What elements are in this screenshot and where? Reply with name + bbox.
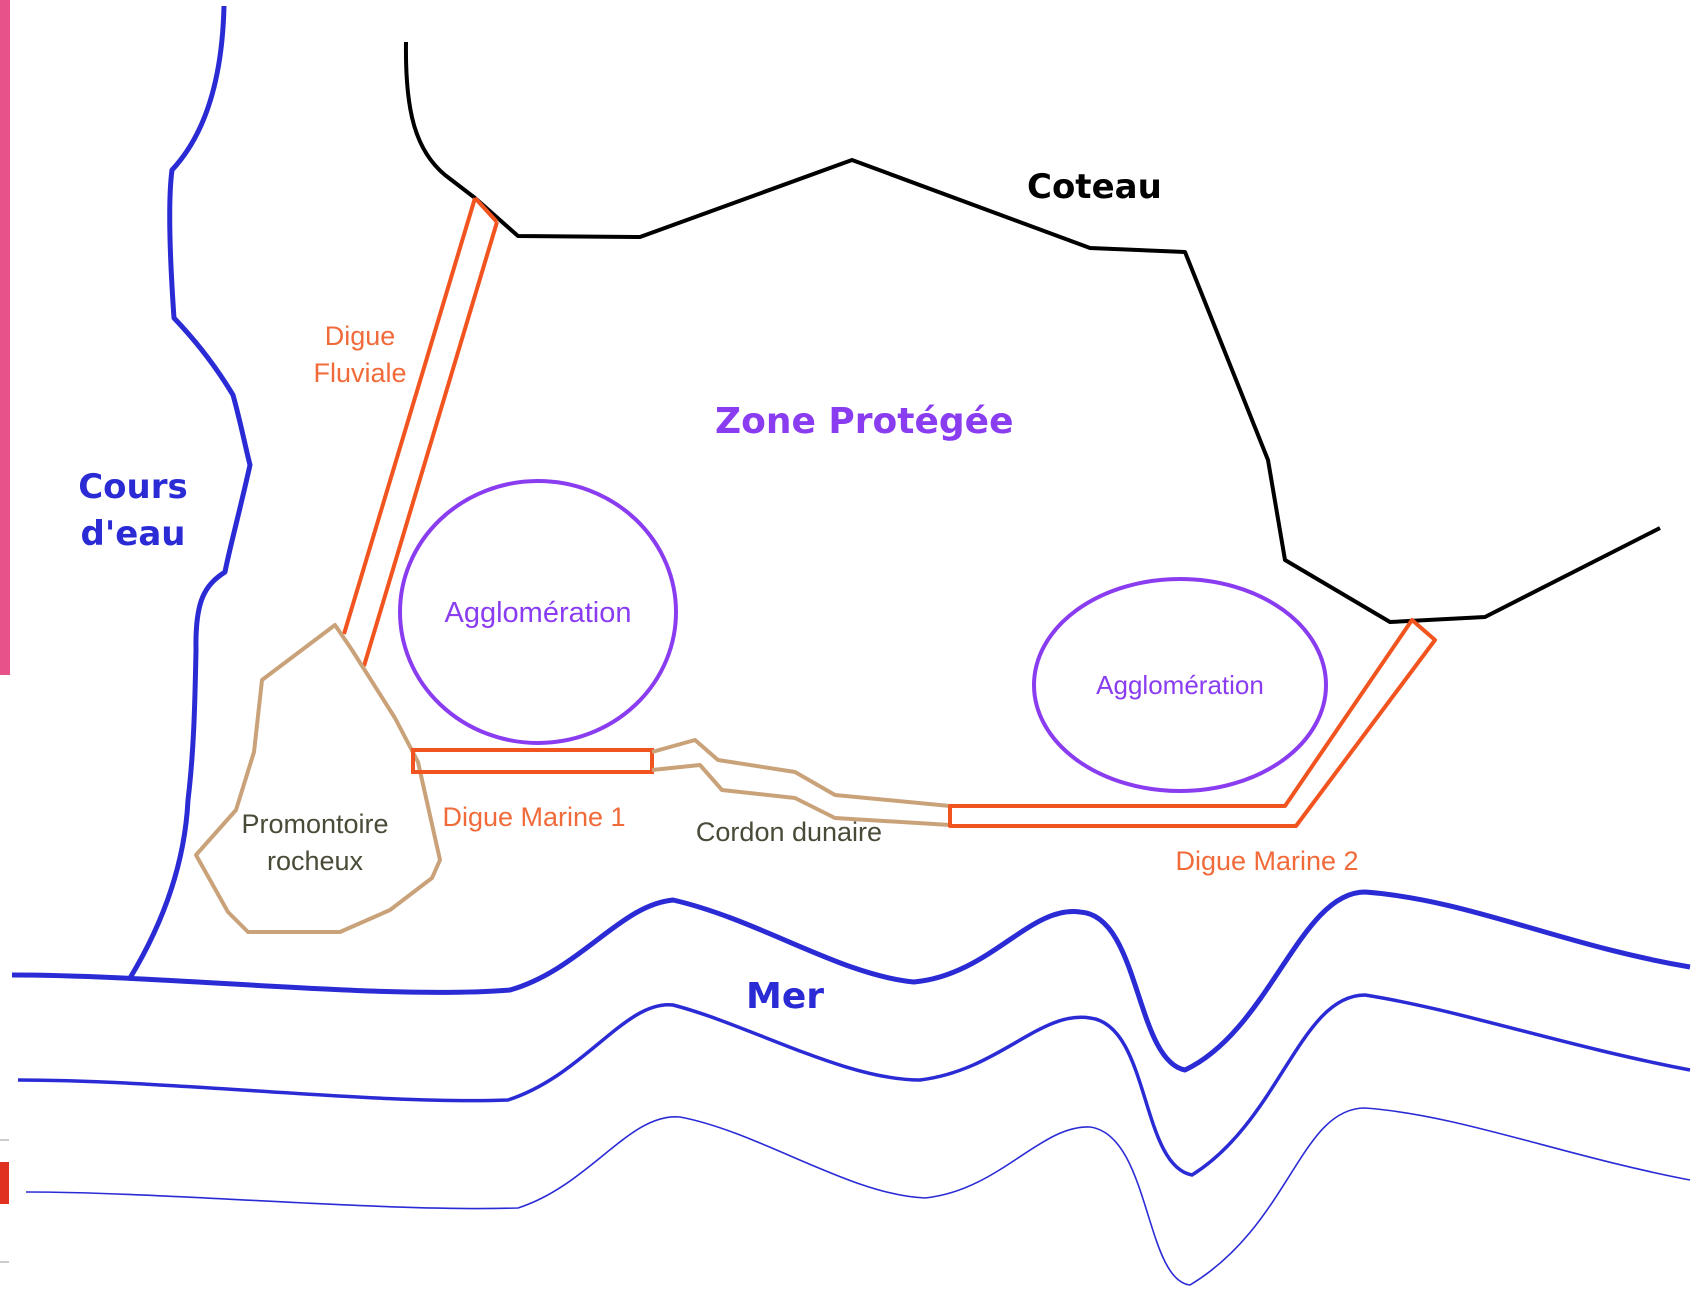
river-line <box>127 5 253 980</box>
label-mer: Mer <box>746 976 824 1017</box>
label-agglomeration-right: Agglomération <box>1096 670 1264 700</box>
cordon-dunaire-shape <box>651 738 951 827</box>
promontoire-rocheux-shape <box>194 623 442 934</box>
label-agglomeration-left: Agglomération <box>445 597 632 629</box>
digue-marine-2 <box>948 618 1437 828</box>
label-zone-protegee: Zone Protégée <box>715 401 1014 442</box>
label-cordon-dunaire: Cordon dunaire <box>696 817 882 847</box>
digue-marine-1 <box>411 748 654 774</box>
label-digue-fluviale-1: Digue <box>325 321 396 351</box>
label-digue-marine-1: Digue Marine 1 <box>442 802 625 832</box>
label-digue-marine-2: Digue Marine 2 <box>1175 846 1358 876</box>
left-red-tab <box>0 1162 9 1204</box>
label-promontoire-1: Promontoire <box>241 809 388 839</box>
agglomeration-right-circle <box>1032 577 1328 793</box>
coteau-line <box>403 41 1661 624</box>
label-cours-deau-2: d'eau <box>81 514 186 554</box>
label-digue-fluviale-2: Fluviale <box>313 358 406 388</box>
digue-fluviale <box>342 196 499 667</box>
label-promontoire-2: rocheux <box>267 846 364 876</box>
sea-line-2 <box>17 993 1691 1177</box>
sea-line-3 <box>25 1107 1691 1286</box>
left-edge-bar <box>0 0 10 675</box>
label-cours-deau-1: Cours <box>78 467 188 507</box>
label-coteau: Coteau <box>1027 167 1162 207</box>
agglomeration-left-circle <box>398 479 678 745</box>
sea-line-1 <box>11 889 1691 1073</box>
